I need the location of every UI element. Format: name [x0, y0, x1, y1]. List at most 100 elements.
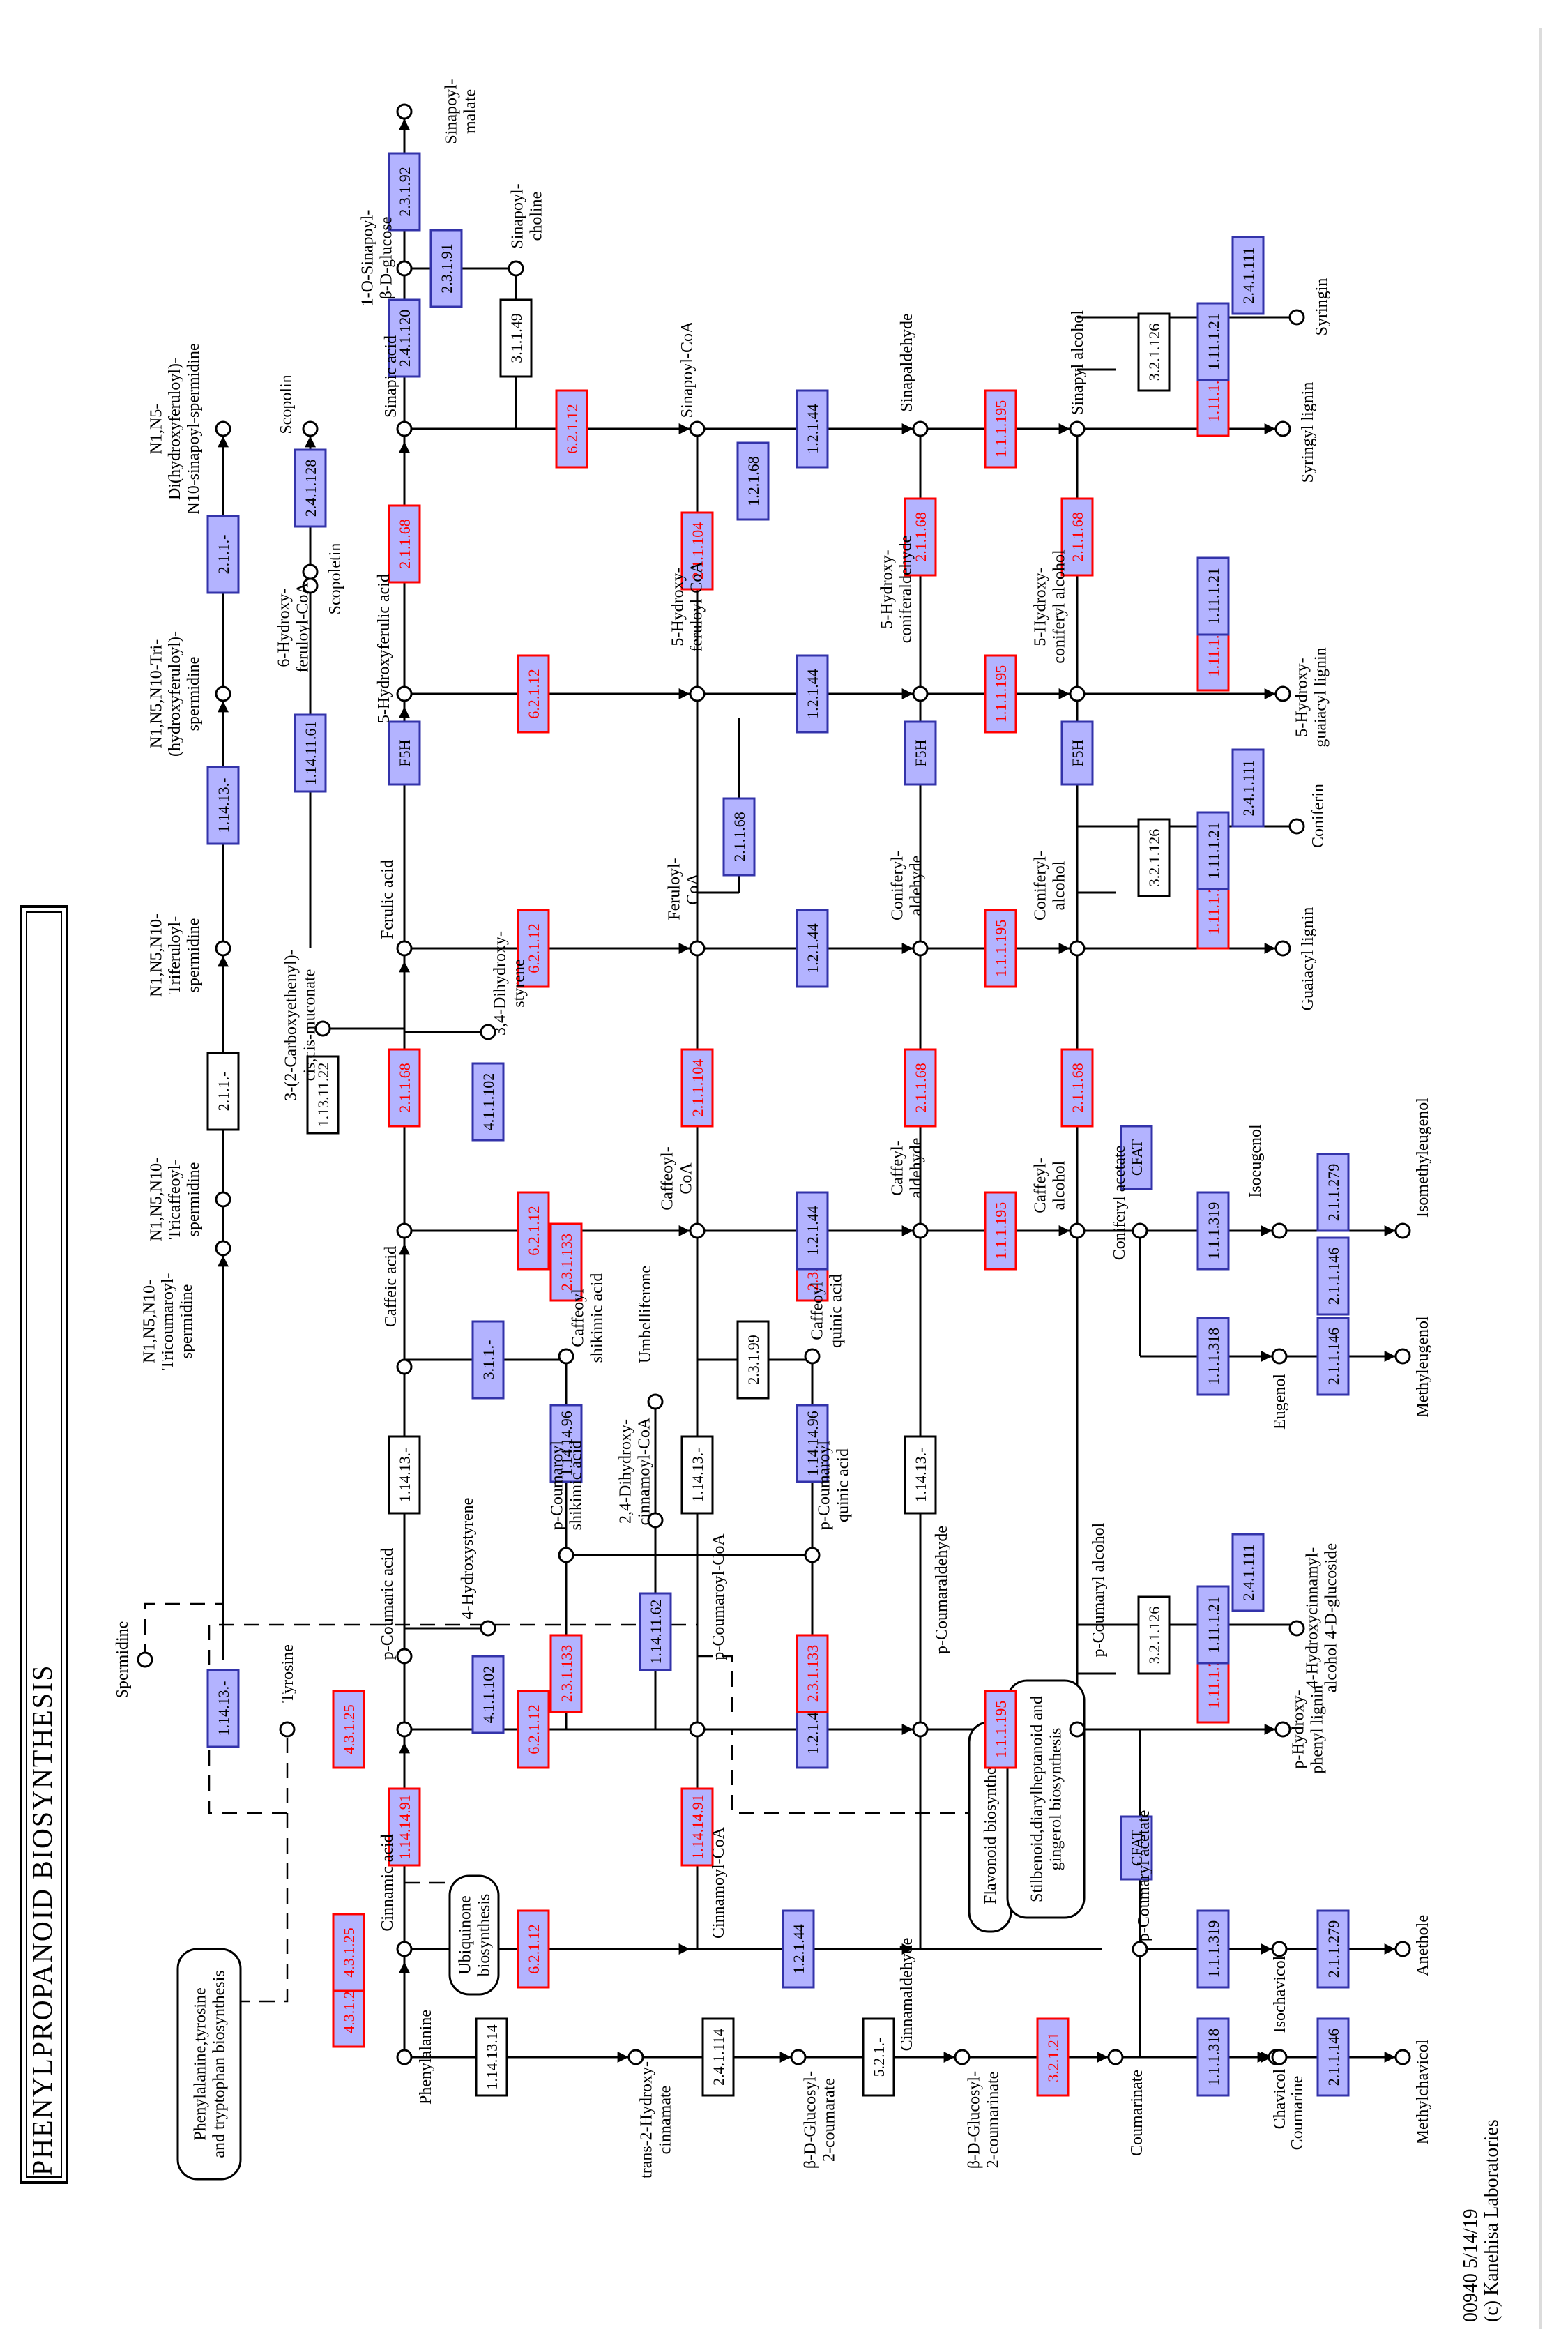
enzyme-box[interactable]: 2.3.1.133: [549, 1634, 583, 1713]
compound-node[interactable]: [804, 1547, 821, 1563]
title-box[interactable]: PHENYLPROPANOID BIOSYNTHESIS: [20, 905, 68, 2184]
enzyme-box[interactable]: 1.14.13.-: [680, 1435, 714, 1515]
compound-node[interactable]: [647, 1512, 664, 1529]
enzyme-box[interactable]: 1.14.14.96: [796, 1404, 829, 1483]
compound-node[interactable]: [480, 1024, 496, 1040]
enzyme-box[interactable]: 2.1.1.104: [680, 1048, 714, 1128]
enzyme-box[interactable]: F5H: [388, 720, 421, 786]
enzyme-box[interactable]: 3.2.1.21: [1036, 2017, 1070, 2097]
enzyme-box[interactable]: 4.1.1.102: [471, 1062, 505, 1142]
enzyme-box[interactable]: 1.2.1.44: [796, 1191, 829, 1271]
enzyme-box[interactable]: 1.1.1.195: [984, 909, 1017, 988]
enzyme-box[interactable]: 2.1.1.146: [1316, 2017, 1350, 2097]
compound-node[interactable]: [1107, 2049, 1124, 2065]
compound-node[interactable]: [1288, 818, 1305, 835]
compound-node[interactable]: [1288, 1620, 1305, 1637]
enzyme-box[interactable]: 1.1.1.318: [1196, 2017, 1230, 2097]
compound-node[interactable]: [215, 420, 231, 437]
enzyme-box[interactable]: 1.14.11.61: [294, 713, 327, 793]
compound-node[interactable]: [558, 1547, 574, 1563]
compound-node[interactable]: [1132, 1222, 1148, 1239]
compound-node[interactable]: [480, 1620, 496, 1637]
compound-node[interactable]: [396, 940, 413, 957]
enzyme-box[interactable]: 4.3.1.25: [332, 1690, 365, 1769]
enzyme-box[interactable]: 3.2.1.126: [1137, 312, 1171, 392]
compound-node[interactable]: [1271, 2049, 1288, 2065]
compound-node[interactable]: [215, 1191, 231, 1208]
enzyme-box[interactable]: 1.14.14.91: [680, 1787, 714, 1867]
compound-node[interactable]: [1132, 1941, 1148, 1957]
enzyme-box[interactable]: 2.1.1.279: [1316, 1153, 1350, 1232]
compound-node[interactable]: [1069, 940, 1086, 957]
compound-node[interactable]: [215, 685, 231, 702]
enzyme-box[interactable]: 3.1.1.49: [499, 298, 533, 378]
enzyme-box[interactable]: 2.1.1.-: [206, 1052, 240, 1131]
enzyme-box[interactable]: 2.1.1.146: [1316, 1317, 1350, 1396]
enzyme-box[interactable]: 2.1.1.104: [680, 511, 714, 591]
enzyme-box[interactable]: 2.1.1.68: [1060, 1048, 1094, 1128]
enzyme-box[interactable]: 1.14.13.14: [475, 2017, 508, 2097]
enzyme-box[interactable]: 2.3.1.92: [388, 152, 421, 232]
compound-node[interactable]: [912, 1721, 929, 1738]
compound-node[interactable]: [396, 260, 413, 277]
enzyme-box[interactable]: 1.1.1.318: [1196, 1317, 1230, 1396]
pathway-map-link[interactable]: Stilbenoid,diarylheptanoid andgingerol b…: [1006, 1679, 1086, 1919]
enzyme-box[interactable]: 5.2.1.-: [862, 2017, 895, 2097]
compound-node[interactable]: [1394, 1348, 1411, 1365]
compound-node[interactable]: [396, 103, 413, 120]
enzyme-box[interactable]: 4.1.1.102: [471, 1655, 505, 1734]
enzyme-box[interactable]: 4.3.1.25: [332, 1913, 365, 1992]
compound-node[interactable]: [790, 2049, 807, 2065]
compound-node[interactable]: [1069, 420, 1086, 437]
compound-node[interactable]: [954, 2049, 971, 2065]
compound-node[interactable]: [302, 420, 319, 437]
enzyme-box[interactable]: 2.4.1.111: [1231, 236, 1265, 315]
compound-node[interactable]: [1069, 685, 1086, 702]
enzyme-box[interactable]: 1.14.13.-: [206, 766, 240, 845]
compound-node[interactable]: [689, 420, 706, 437]
pathway-map-link[interactable]: Ubiquinonebiosynthesis: [448, 1874, 500, 1996]
enzyme-box[interactable]: 2.4.1.111: [1231, 1533, 1265, 1612]
compound-node[interactable]: [215, 940, 231, 957]
enzyme-box[interactable]: 1.11.1.21: [1196, 556, 1230, 636]
enzyme-box[interactable]: 1.2.1.44: [796, 909, 829, 988]
compound-node[interactable]: [689, 1721, 706, 1738]
compound-node[interactable]: [396, 1648, 413, 1665]
compound-node[interactable]: [804, 1348, 821, 1365]
enzyme-box[interactable]: 2.4.1.111: [1231, 748, 1265, 828]
enzyme-box[interactable]: F5H: [904, 720, 937, 786]
compound-node[interactable]: [912, 940, 929, 957]
compound-node[interactable]: [627, 2049, 644, 2065]
enzyme-box[interactable]: 1.14.13.-: [388, 1435, 421, 1515]
enzyme-box[interactable]: 1.2.1.68: [736, 441, 770, 521]
enzyme-box[interactable]: 1.1.1.195: [984, 654, 1017, 734]
enzyme-box[interactable]: 2.3.1.133: [549, 1222, 583, 1302]
enzyme-box[interactable]: 1.14.14.96: [549, 1404, 583, 1483]
compound-node[interactable]: [1274, 420, 1291, 437]
compound-node[interactable]: [396, 685, 413, 702]
compound-node[interactable]: [1271, 1348, 1288, 1365]
enzyme-box[interactable]: 2.1.1.68: [388, 1048, 421, 1128]
compound-node[interactable]: [508, 260, 524, 277]
enzyme-box[interactable]: 2.3.1.99: [736, 1320, 770, 1400]
enzyme-box[interactable]: 1.14.13.-: [904, 1435, 937, 1515]
enzyme-box[interactable]: 6.2.1.12: [555, 389, 588, 469]
enzyme-box[interactable]: 2.1.1.279: [1316, 1909, 1350, 1989]
compound-node[interactable]: [1271, 1222, 1288, 1239]
compound-node[interactable]: [1274, 940, 1291, 957]
enzyme-box[interactable]: 1.11.1.21: [1196, 1585, 1230, 1665]
compound-node[interactable]: [689, 940, 706, 957]
enzyme-box[interactable]: 1.2.1.44: [796, 654, 829, 734]
enzyme-box[interactable]: 1.2.1.44: [782, 1909, 815, 1989]
compound-node[interactable]: [396, 1358, 413, 1375]
enzyme-box[interactable]: 3.2.1.126: [1137, 1595, 1171, 1675]
compound-node[interactable]: [912, 1222, 929, 1239]
compound-node[interactable]: [396, 1941, 413, 1957]
enzyme-box[interactable]: F5H: [1060, 720, 1094, 786]
enzyme-box[interactable]: CFAT: [1120, 1125, 1153, 1190]
enzyme-box[interactable]: 1.11.1.21: [1196, 302, 1230, 381]
enzyme-box[interactable]: 2.1.1.-: [206, 515, 240, 594]
enzyme-box[interactable]: 2.4.1.120: [388, 298, 421, 378]
compound-node[interactable]: [396, 2049, 413, 2065]
compound-node[interactable]: [137, 1651, 153, 1668]
